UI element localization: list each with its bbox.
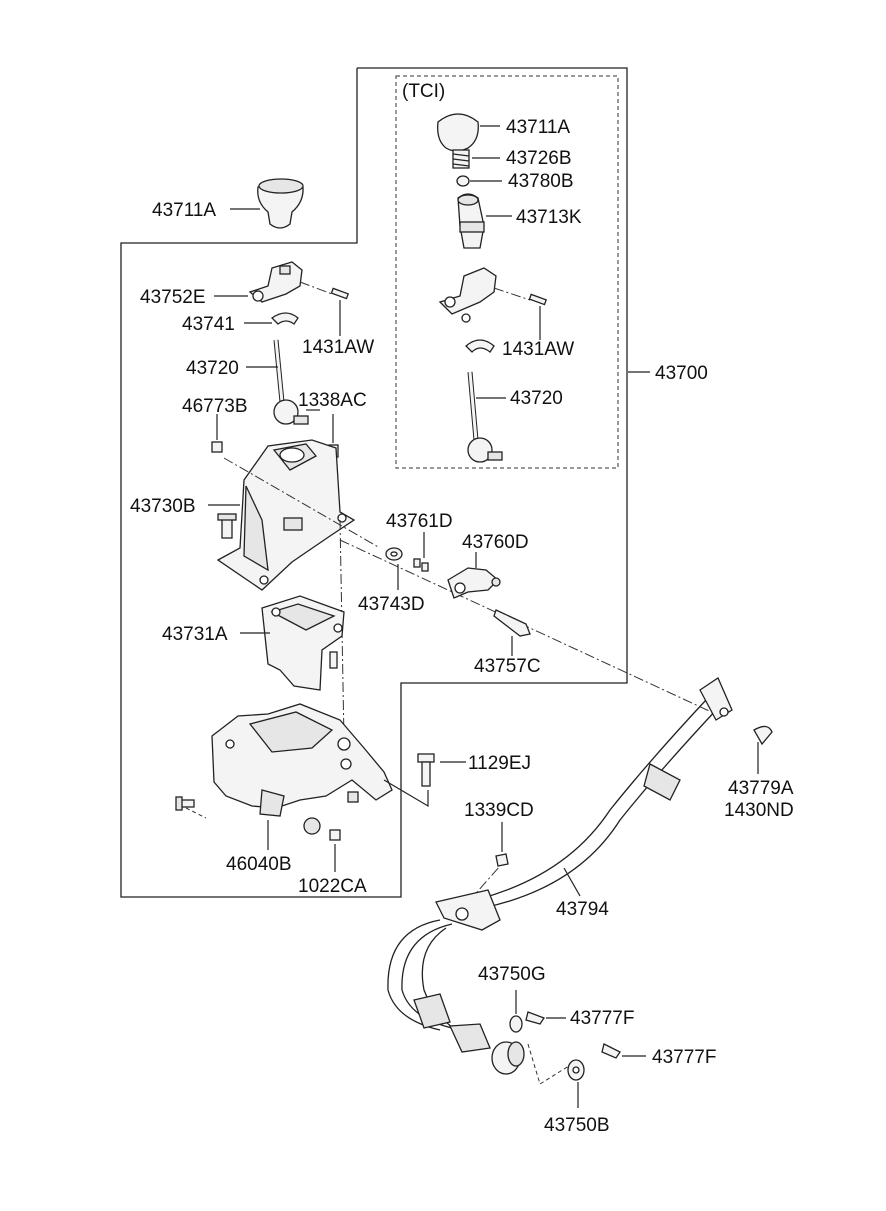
label-knob-tci: 43711A [506,117,570,138]
label-bolt-43757c: 43757C [474,656,541,677]
label-washer-43750b: 43750B [544,1115,610,1136]
label-bushing-43743d: 43743D [358,594,425,615]
label-tci-group: (TCI) [402,81,445,102]
housing-part [216,439,356,591]
label-clip-43779a: 43779A [728,778,794,799]
washer-43750b-part [567,1059,585,1081]
bushing-43743d-part [385,547,403,561]
clip-part [270,312,299,325]
label-spring-tci: 43726B [506,148,572,169]
clip-tci-part [465,339,495,353]
label-bracket: 46040B [226,854,292,875]
bushing-tci-part [456,175,470,187]
label-housing: 43730B [130,496,196,517]
label-lever: 43720 [186,358,239,379]
washer-43750b-big-part [491,1041,525,1075]
label-pin: 1431AW [302,337,374,358]
pin-tci-part [528,293,548,306]
clip-43777f-2-part [601,1043,621,1059]
label-bushing-tci: 43780B [508,171,574,192]
lever-bracket-part [248,261,303,303]
label-lever-43760d: 43760D [462,532,529,553]
label-clip: 43741 [182,314,235,335]
bracket-part [211,703,393,835]
label-pin-1430nd: 1430ND [724,800,794,821]
boot-tci-part [457,193,485,249]
label-bolt-1129ej: 1129EJ [468,753,531,774]
cover-part [261,595,345,691]
assembly-frame [120,67,628,898]
label-assembly: 43700 [655,363,708,384]
housing-bolt-part [217,513,237,539]
tci-group-frame [395,75,619,469]
label-pin-tci: 1431AW [502,339,574,360]
label-boot-tci: 43713K [516,207,582,228]
label-bolt-1338ac: 1338AC [298,390,367,411]
bracket-bolt-part [175,796,195,811]
clip-43777f-1-part [525,1011,545,1025]
nut-1022ca-part [329,829,341,841]
bolt-43757c-part [493,609,531,637]
nut-46773b-part [211,441,223,453]
label-lever-tci: 43720 [510,388,563,409]
nut-1339cd-part [495,853,509,867]
spring-tci-part [452,149,470,169]
pin-part [330,287,350,300]
label-nut-1022ca: 1022CA [298,876,367,897]
lever-part [273,339,309,425]
washer-43750g-part [509,1015,523,1033]
label-nut-46773b: 46773B [182,396,248,417]
label-nut-1339cd: 1339CD [464,800,534,821]
lever-tci-part [467,371,503,463]
label-clip-43777f-2: 43777F [652,1047,716,1068]
label-lever-bracket: 43752E [140,287,206,308]
clip-43779a-part [753,725,773,746]
bolt-1129ej-part [417,753,435,787]
label-cover: 43731A [162,624,228,645]
label-clip-43777f-1: 43777F [570,1008,634,1029]
cable-part [387,677,733,1053]
label-cable: 43794 [556,899,609,920]
lever-bracket-tci-part [438,267,497,323]
label-knob-main: 43711A [152,200,216,221]
bushing-43761d-part [413,558,429,572]
knob-tci-part [437,113,479,152]
label-washer-43750g: 43750G [478,964,546,985]
lever-43760d-part [447,567,501,599]
knob-main-part [257,178,304,229]
label-bushing-43761d: 43761D [386,511,453,532]
